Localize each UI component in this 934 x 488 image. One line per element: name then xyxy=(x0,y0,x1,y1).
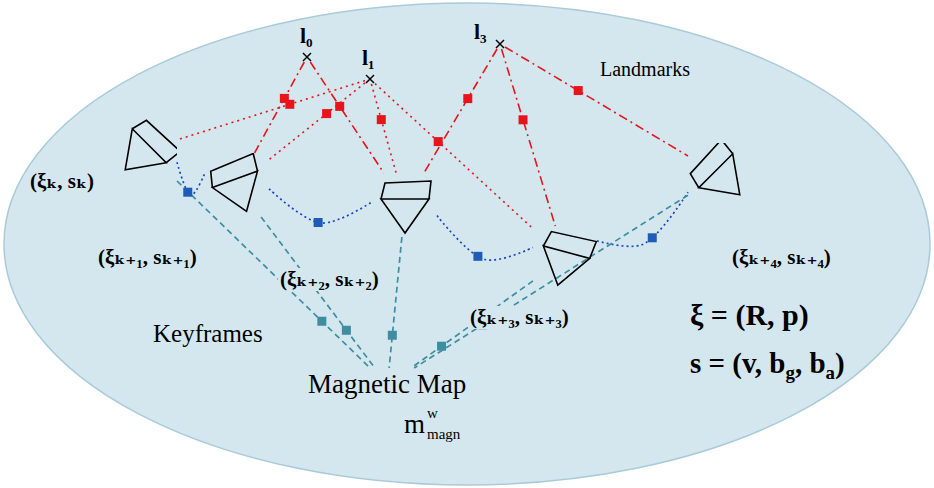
image-plane xyxy=(688,143,734,188)
keyframe-camera: (ξₖ₊₂, sₖ₊₂) xyxy=(373,173,437,237)
inertial-edge xyxy=(269,189,373,223)
inertial-edge xyxy=(437,216,533,260)
landmark: l₃ xyxy=(495,39,505,49)
pose-equation: ξ = (R, p) xyxy=(690,298,809,331)
factor-square xyxy=(314,218,323,227)
factor-square xyxy=(463,94,472,103)
landmark-label: l₁ xyxy=(360,46,377,70)
region-label: Landmarks xyxy=(600,58,690,80)
factor-square xyxy=(183,188,192,197)
factor-square xyxy=(322,109,331,118)
landmark: l₀ xyxy=(302,52,312,62)
label-text: m xyxy=(404,409,425,439)
factor-square xyxy=(317,317,326,326)
label-text: Keyframes xyxy=(153,320,263,347)
keyframe-camera: (ξₖ₊₁, sₖ₊₁) xyxy=(205,153,269,217)
landmark-label: l₀ xyxy=(298,24,315,48)
map-region xyxy=(4,3,930,485)
factor-square xyxy=(342,326,351,335)
observation-edge xyxy=(371,84,396,173)
camera-frustum xyxy=(373,173,437,237)
state-equation: s = (v, bg, ba) xyxy=(690,348,845,383)
keyframe-camera: (ξₖ, sₖ) xyxy=(113,118,177,182)
frustum-body xyxy=(535,246,590,290)
image-plane xyxy=(206,154,259,188)
keyframe-label: (ξₖ₊₃, sₖ₊₃) xyxy=(468,306,571,329)
factor-square xyxy=(648,233,657,242)
frustum-body xyxy=(699,154,752,207)
label-text: s = (v, b xyxy=(690,347,786,379)
cross-mark xyxy=(366,75,374,83)
keyframe-label: (ξₖ₊₂, sₖ₊₂) xyxy=(278,268,381,291)
subscript: magn xyxy=(427,426,460,443)
observation-edge xyxy=(177,81,365,140)
map-title: Magnetic Map xyxy=(306,370,469,400)
factor-square xyxy=(388,331,397,340)
frustum-body xyxy=(381,199,429,233)
landmark: l₁ xyxy=(365,74,375,84)
keyframe-label: (ξₖ₊₁, sₖ₊₁) xyxy=(96,246,199,269)
keyframe-camera: (ξₖ₊₄, sₖ₊₄) xyxy=(688,143,752,207)
observation-edge xyxy=(424,49,497,173)
factor-square xyxy=(285,100,294,109)
landmark-marker xyxy=(365,74,375,84)
frustum-body xyxy=(113,129,166,182)
subscript: g xyxy=(786,362,795,383)
image-plane xyxy=(132,118,177,164)
camera-frustum xyxy=(533,226,597,290)
factor-square xyxy=(473,252,482,261)
keyframe-camera: (ξₖ₊₃, sₖ₊₃) xyxy=(533,226,597,290)
keyframe-label: (ξₖ₊₄, sₖ₊₄) xyxy=(730,246,833,269)
cross-mark xyxy=(303,53,311,61)
factor-square xyxy=(437,342,446,351)
camera-frustum xyxy=(113,118,177,182)
image-plane xyxy=(543,229,596,259)
cross-mark xyxy=(496,40,504,48)
frustum-body xyxy=(212,171,269,217)
magnetic-edge xyxy=(414,195,688,368)
group-label: Keyframes xyxy=(150,320,266,348)
label-text: ξ = (R, p) xyxy=(690,298,809,331)
camera-frustum xyxy=(205,153,269,217)
landmark-label: l₃ xyxy=(472,20,489,44)
magnetic-edge xyxy=(389,237,402,368)
label-text: , b xyxy=(795,347,826,379)
subscript: a xyxy=(826,362,835,383)
superscript: w xyxy=(427,405,438,422)
observation-edge xyxy=(255,62,305,153)
magnetic-edge xyxy=(261,217,375,368)
factor-square xyxy=(519,115,528,124)
keyframe-label: (ξₖ, sₖ) xyxy=(28,170,96,193)
magnetic-map: Magnetic Map xyxy=(300,368,475,402)
factor-square xyxy=(574,86,583,95)
image-plane xyxy=(381,181,431,199)
observation-edge xyxy=(375,84,533,229)
landmark-marker xyxy=(302,52,312,62)
camera-frustum xyxy=(688,143,752,207)
label-text: magn xyxy=(427,426,460,442)
factor-square xyxy=(377,115,386,124)
landmark-marker xyxy=(495,39,505,49)
observation-edge xyxy=(269,83,365,160)
label-text: ) xyxy=(835,347,845,379)
symbol: m xyxy=(404,410,425,440)
label-text: Landmarks xyxy=(600,58,690,80)
observation-edge xyxy=(502,49,556,226)
factor-square xyxy=(335,102,344,111)
factor-square xyxy=(434,137,443,146)
label-text: w xyxy=(427,405,438,421)
inertial-edge xyxy=(597,192,688,246)
